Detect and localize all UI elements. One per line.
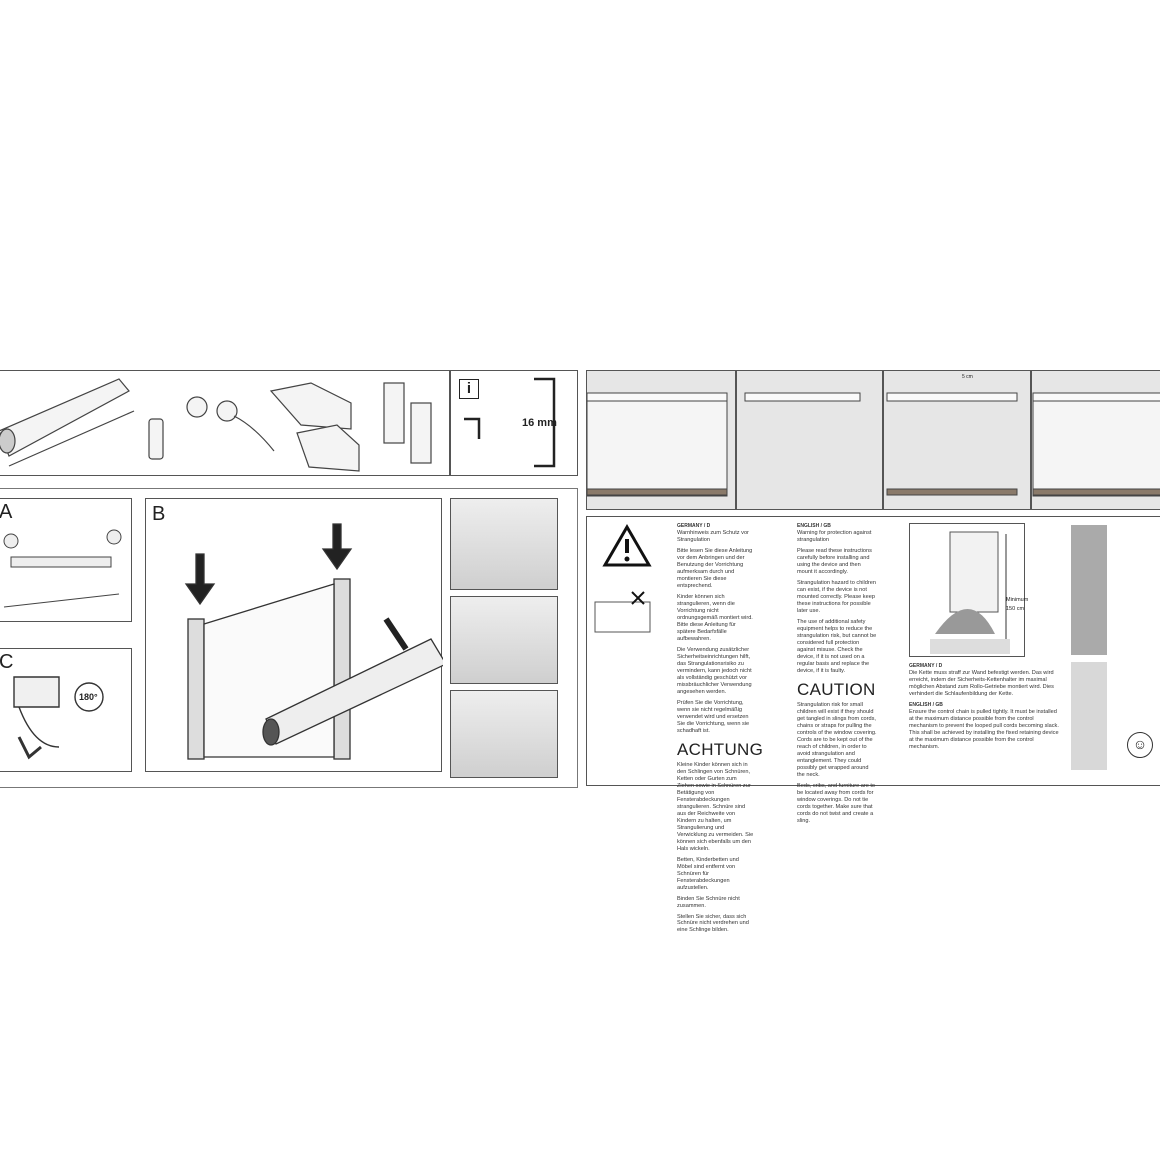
paragraph: Stellen Sie sicher, dass sich Schnüre ni… (677, 913, 749, 934)
photo-step-2 (450, 596, 558, 684)
warning-illustration (594, 524, 652, 633)
panel-b-label: B (152, 503, 166, 525)
happy-face-icon: ☺ (1127, 732, 1153, 758)
info-icon: i (459, 379, 479, 399)
region-label: ENGLISH / GB (909, 701, 943, 708)
panel-a-label: A (0, 501, 13, 523)
photo-step-1 (450, 498, 558, 590)
panel-a: A (0, 498, 132, 622)
paragraph: The use of additional safety equipment h… (797, 618, 877, 674)
parts-illustration (0, 378, 432, 472)
caution-heading: CAUTION (797, 679, 876, 699)
paragraph: Strangulation risk for small children wi… (797, 701, 877, 778)
mounting-illustration (3, 529, 122, 608)
removal-steps-strip: 5 cm (586, 370, 1160, 510)
region-label: GERMANY / D (677, 523, 711, 529)
paragraph: Betten, Kinderbetten und Möbel sind entf… (677, 856, 739, 891)
removal-steps-illustration (587, 392, 1160, 497)
strip-divider (1030, 371, 1032, 509)
rotation-label: 180° (79, 692, 98, 702)
paragraph: Binden Sie Schnüre nicht zusammen. (677, 895, 740, 909)
chain-text-en: Ensure the control chain is pulled tight… (909, 708, 1059, 750)
panel-b: B (145, 498, 443, 772)
region-label: GERMANY / D (909, 663, 943, 669)
achtung-heading: ACHTUNG (677, 739, 764, 759)
chain-text-de: Die Kette muss straff zur Wand befestigt… (909, 669, 1054, 697)
minimum-value: 150 cm (1006, 605, 1025, 612)
child-window-illustration (930, 531, 1010, 654)
photo-step-3 (450, 690, 558, 778)
panel-c-label: C (0, 651, 14, 673)
paragraph: Kinder können sich strangulieren, wenn d… (677, 593, 753, 642)
paragraph: Die Verwendung zusätzlicher Sicherheitse… (677, 646, 752, 695)
warning-subtitle: Warnhinweis zum Schutz vor Strangulation (677, 529, 749, 543)
minimum-height-figure: Minimum 150 cm (909, 523, 1029, 657)
paragraph: Strangulation hazard to children can exi… (797, 579, 876, 614)
gap-label: 5 cm (962, 374, 973, 380)
wall-illustration (1071, 525, 1107, 655)
depth-label: 16 mm (522, 417, 557, 429)
panel-divider (449, 371, 451, 475)
paragraph: Please read these instructions carefully… (797, 547, 872, 575)
parts-panel: i 16 mm (0, 370, 578, 476)
paragraph: Bitte lesen Sie diese Anleitung vor dem … (677, 547, 753, 589)
paragraph: Prüfen Sie die Vorrichtung, wenn sie nic… (677, 699, 750, 734)
rotate-illustration (13, 676, 104, 760)
paragraph: Beds, cribs, and furniture are to be loc… (797, 782, 876, 824)
panel-c: C 180° (0, 648, 132, 772)
strip-divider (882, 371, 884, 509)
window-illustration (1071, 662, 1107, 770)
strip-divider (735, 371, 737, 509)
region-label: ENGLISH / GB (797, 523, 831, 529)
minimum-label: Minimum (1006, 597, 1029, 603)
warning-subtitle: Warning for protection against strangula… (797, 529, 872, 543)
paragraph: Kleine Kinder können sich in den Schling… (677, 761, 754, 852)
installation-illustration (184, 523, 443, 760)
